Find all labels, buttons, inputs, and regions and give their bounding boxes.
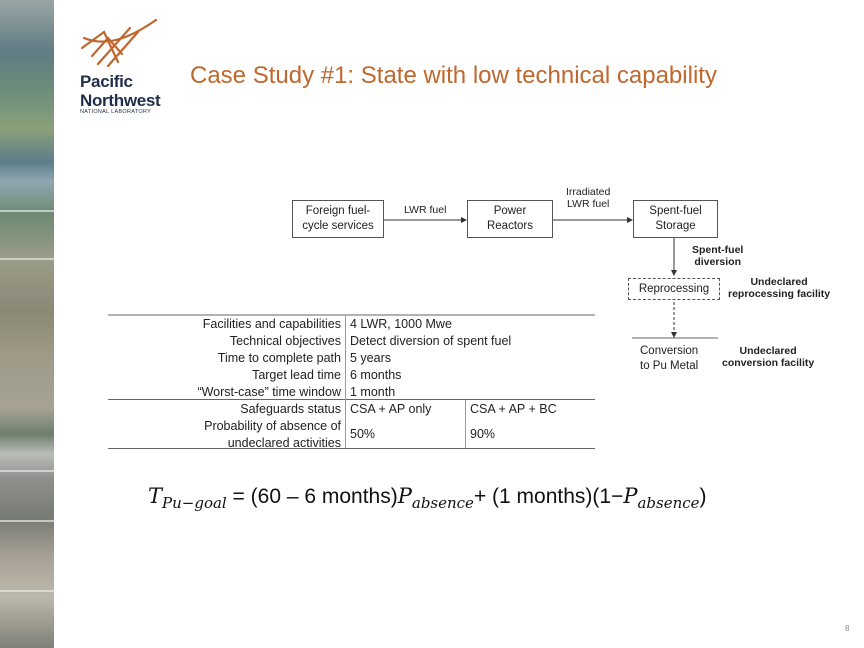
table-row-value: 6 months [350,368,402,382]
logo-wordmark: Pacific Northwest [80,72,161,110]
table-row-value: 5 years [350,351,391,365]
table-col-divider [345,316,346,449]
table-row-label: Target lead time [252,368,341,382]
table-row-value: 4 LWR, 1000 Mwe [350,317,452,331]
table-col-divider-2 [465,400,466,449]
table-row-label: Time to complete path [217,351,341,365]
reprocessing-box: Reprocessing [628,278,720,300]
table-bottom-rule [108,448,595,449]
foreign-fuel-cycle-services-box: Foreign fuel-cycle services [292,200,384,238]
aerial-photo-strip [0,0,54,648]
table-row-value: Detect diversion of spent fuel [350,334,512,348]
table-row-label: “Worst-case” time window [197,385,341,399]
probability-b: 90% [470,427,496,441]
logo-subtitle: NATIONAL LABORATORY [80,109,152,115]
table-row-label: Technical objectives [229,334,341,348]
probability-a: 50% [350,427,376,441]
edge-label-lwr-fuel: LWR fuel [404,204,447,216]
safeguards-status-a: CSA + AP only [350,402,432,416]
slide-title: Case Study #1: State with low technical … [190,62,717,89]
page-number: 8 [845,624,850,633]
table-row-label: Facilities and capabilities [202,317,341,331]
goal-time-formula: TPu−goal = (60 – 6 months)Pabsence+ (1 m… [148,484,707,513]
safeguards-status-b: CSA + AP + BC [470,402,557,416]
table-row-value: 1 month [350,385,396,399]
pnnl-logo-icon [80,18,158,68]
safeguards-status-label: Safeguards status [240,402,341,416]
table-mid-rule [108,399,595,400]
